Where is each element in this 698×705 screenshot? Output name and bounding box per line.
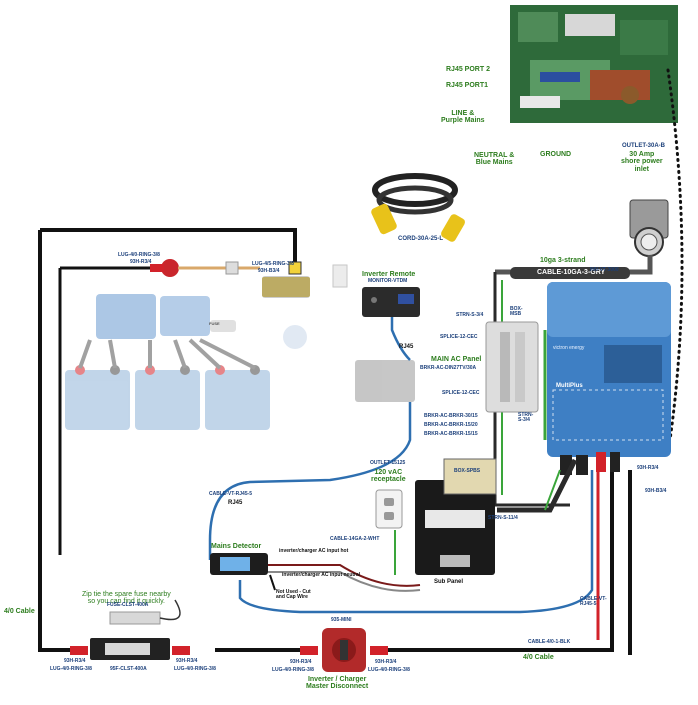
lug-sw-l-label: LUG-4/0-RING-3/8 — [272, 667, 314, 673]
shore-power-inlet — [629, 199, 669, 257]
strn-s34-label: STRN-S-3/4 — [456, 312, 484, 318]
brkr-3-label: BRKR-AC-BRKR-15/15 — [424, 431, 478, 437]
shunt — [262, 277, 310, 297]
four-ought-left-label: 4/0 Cable — [4, 608, 35, 615]
multiplus-brand: MultiPlus — [556, 383, 583, 389]
h93-bm-label: 93H-R3/4 — [176, 658, 198, 664]
strn-right-label: STRN- S-3/4 — [518, 412, 534, 424]
neutral-blue-label: NEUTRAL & Blue Mains — [474, 152, 515, 167]
ac-wires — [268, 530, 421, 592]
outlet-30a-label: OUTLET-30A-B — [622, 143, 666, 149]
victron-brand: victron energy — [553, 345, 585, 351]
fuse-tag: FUSE — [209, 321, 220, 326]
monitor-vtdm-label: MONITOR-VTDM — [368, 278, 408, 284]
box-spbs-label: BOX-SPBS — [454, 468, 481, 474]
master-disconnect-switch — [300, 628, 388, 672]
h93-top2-label: 93H-B3/4 — [258, 268, 280, 274]
fuse-clst-label: FUSE-CLST-400A — [107, 602, 149, 608]
brkr-1-label: BRKR-AC-BRKR-30/15 — [424, 413, 478, 419]
rj45-a-label: RJ45 — [399, 344, 414, 350]
fuse-block-label: 95F-CLST-400A — [110, 666, 147, 672]
outlet-15125-label: OUTLET-15125 — [370, 460, 406, 466]
main-ac-panel-label: MAIN AC Panel — [431, 356, 482, 363]
lug-top — [288, 261, 302, 275]
rj45-cables — [208, 317, 594, 614]
strn-114-label: STRN-S-11/4 — [488, 515, 518, 521]
inverter-model-label: INV-VT-3000 — [590, 267, 619, 273]
ground-label: GROUND — [540, 151, 572, 158]
mains-detector — [210, 553, 268, 575]
h93-sw-r-label: 93H-R3/4 — [375, 659, 397, 665]
splice-1-label: SPLICE-12-CEC — [440, 334, 478, 340]
mini-935-label: 935-MINI — [331, 617, 352, 623]
h93-sw-l-label: 93H-R3/4 — [290, 659, 312, 665]
not-used-label: Not Used - Cut and Cap Wire — [276, 589, 311, 601]
battery-switch-top — [150, 259, 260, 277]
splice-2-label: SPLICE-12-CEC — [442, 390, 480, 396]
rj45-b-label: RJ45 — [228, 500, 243, 506]
master-disconnect-label: Inverter / Charger Master Disconnect — [306, 676, 369, 691]
lug-bm-label: LUG-4/0-RING-3/8 — [174, 666, 216, 672]
lug-bl-label: LUG-4/0-RING-3/8 — [50, 666, 92, 672]
sub-panel — [415, 458, 497, 575]
green-ground — [544, 469, 561, 511]
four-ought-bottom-label: 4/0 Cable — [523, 654, 554, 661]
cord-label: CORD-30A-25-L — [398, 236, 444, 242]
black-ac-cable — [497, 458, 578, 513]
fuse-block — [70, 599, 190, 660]
box-msb-label: BOX- MSB — [510, 306, 523, 318]
h93-top1-label: 93H-R3/4 — [130, 259, 152, 265]
h93-bl-label: 93H-R3/4 — [64, 658, 86, 664]
ac-input-hot-label: inverter/charger AC input hot — [279, 548, 349, 554]
brkr-2-label: BRKR-AC-BRKR-15/20 — [424, 422, 478, 428]
h93-r34-label: 93H-R3/4 — [637, 465, 659, 471]
cable-vt-rj45-right-label: CABLE-VT- RJ45-5 — [580, 596, 607, 608]
main-ac-panel — [485, 321, 547, 440]
lug-top2-label: LUG-4/5-RING-3/8 — [252, 261, 294, 267]
rj45-port1-label: RJ45 PORT1 — [446, 82, 489, 89]
ac-input-neutral-label: inverter/charger AC input neutral — [282, 572, 361, 578]
cable-14ga-label: CABLE-14GA-2-WHT — [330, 536, 380, 542]
brkr-main-label: BRKR-AC-DIN27TV/30A — [420, 365, 477, 371]
ten-ga-label: 10ga 3-strand — [540, 257, 586, 264]
sub-panel-label: Sub Panel — [434, 579, 464, 585]
h93-b34-label: 93H-B3/4 — [645, 488, 667, 494]
lug-top1-label: LUG-4/0-RING-3/8 — [118, 252, 160, 258]
outlet — [375, 489, 403, 529]
inverter-remote-label: Inverter Remote — [362, 271, 416, 278]
dc-cables — [38, 228, 632, 655]
unused-wire — [269, 574, 276, 591]
multiplus-inverter — [547, 282, 671, 475]
line-purple-label: LINE & Purple Mains — [441, 110, 485, 125]
receptacle-label: 120 vAC receptacle — [371, 469, 406, 484]
dotted-connection — [666, 68, 684, 442]
mains-detector-label: Mains Detector — [211, 543, 262, 550]
shore-power-label: 30 Amp shore power inlet — [621, 151, 663, 173]
rj45-port2-label: RJ45 PORT 2 — [446, 66, 490, 73]
cable-rj45-label: CABLE-VT-RJ45-5 — [209, 491, 253, 497]
cable-4-0-blk-label: CABLE-4/0-1-BLK — [528, 639, 571, 645]
cable-10ga-label: CABLE-10GA-3-GRY — [537, 269, 606, 276]
inverter-remote — [362, 287, 420, 317]
inverter-pcb-photo — [510, 5, 678, 123]
shore-cord — [371, 173, 465, 242]
lug-sw-r-label: LUG-4/0-RING-3/8 — [368, 667, 410, 673]
zip-tie-note: Zip tie the spare fuse nearby so you can… — [82, 591, 171, 606]
